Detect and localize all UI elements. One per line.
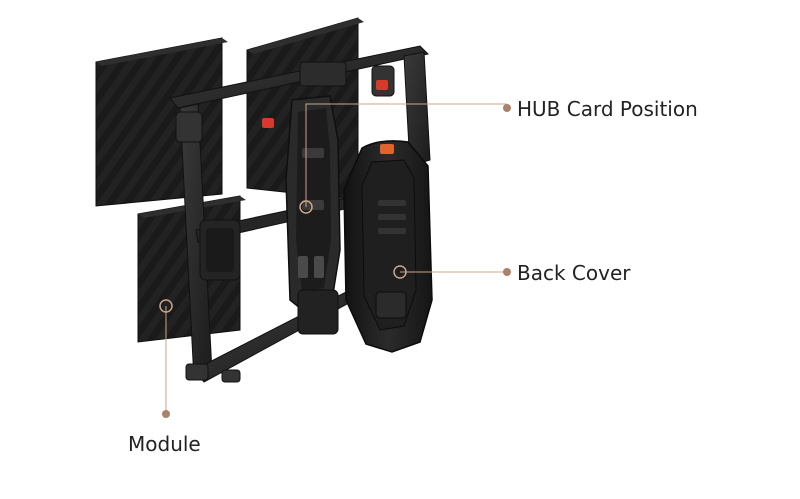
callout-back-cover — [393, 265, 511, 279]
back-cover — [343, 140, 433, 353]
hub-card-position-label: HUB Card Position — [517, 97, 698, 121]
hub-card-callout-dot — [503, 104, 511, 112]
back-cover-label: Back Cover — [517, 261, 631, 285]
hub-card-target-marker — [299, 200, 313, 214]
red-latches — [262, 80, 388, 128]
callout-hub-card — [299, 103, 511, 214]
callout-module — [159, 299, 173, 418]
module-panel-top-left — [95, 37, 228, 207]
back-cover-callout-dot — [503, 268, 511, 276]
module-target-marker — [159, 299, 173, 313]
hub-card-carrier — [285, 95, 341, 335]
module-callout-dot — [162, 410, 170, 418]
module-label: Module — [128, 432, 201, 456]
back-cover-target-marker — [393, 265, 407, 279]
